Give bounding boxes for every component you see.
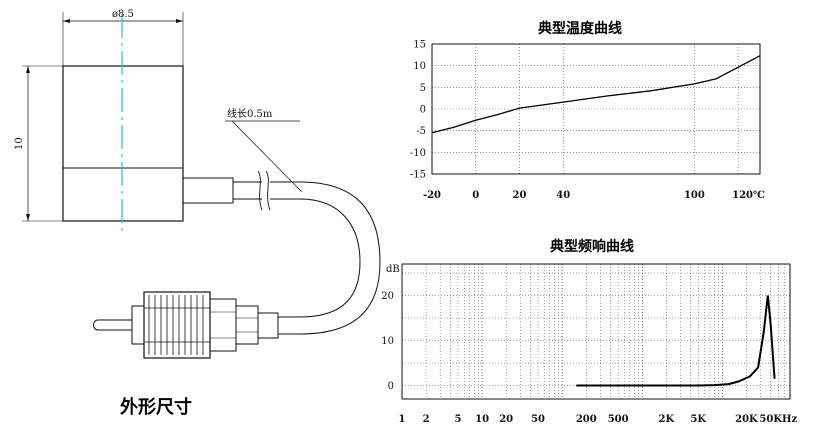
frequency-grid [402, 264, 790, 399]
diameter-label: ø8.5 [112, 9, 134, 20]
connector-body [209, 298, 237, 352]
frequency-x-tick-label: 500 [608, 414, 629, 425]
temperature-chart-title: 典型温度曲线 [538, 20, 622, 37]
cable-length-label: 线长0.5m [227, 107, 273, 120]
frequency-series-line [576, 295, 776, 387]
frequency-x-tick-label: 50 [531, 414, 545, 425]
temperature-y-tick-label: 5 [420, 83, 426, 94]
frequency-y-tick-label: 0 [388, 381, 394, 392]
frequency-x-tick-label: 20K [735, 414, 758, 425]
connector-pin [93, 319, 132, 331]
frequency-y-ticks: 20 10 0 [381, 291, 394, 392]
frequency-x-tick-label: 2K [659, 414, 675, 425]
frequency-x-tick-label: 50KHz [759, 414, 797, 425]
frequency-x-tick-label: 20 [499, 414, 513, 425]
cable-top [233, 181, 381, 335]
frequency-x-tick-label: 5 [454, 414, 461, 425]
temperature-chart: 典型温度曲线 15 10 5 0 -5 -10 -15 -20 0 20 40 100 120℃ [410, 20, 765, 201]
temperature-x-tick-label: 0 [472, 190, 479, 201]
temperature-x-ticks: -20 0 20 40 100 120℃ [423, 190, 765, 201]
height-arrow-bottom [26, 214, 30, 221]
frequency-chart-title: 典型频响曲线 [550, 238, 634, 255]
temperature-y-tick-label: 0 [420, 105, 426, 116]
cable-label-leader [231, 120, 303, 193]
temperature-x-tick-label: 100 [684, 190, 705, 201]
frequency-y-unit: dB [386, 264, 400, 275]
diameter-arrow-right [176, 19, 183, 23]
frequency-y-tick-label: 10 [381, 336, 394, 347]
diameter-arrow-left [63, 19, 70, 23]
temperature-y-tick-label: -15 [410, 170, 426, 181]
sensor-body [62, 65, 184, 222]
strain-relief [257, 312, 279, 339]
temperature-x-tick-label: 20 [513, 190, 527, 201]
temperature-plot-frame [431, 43, 761, 175]
frequency-plot-frame [401, 263, 791, 400]
temperature-x-tick-label: -20 [423, 190, 441, 201]
cable-break-right [265, 170, 271, 211]
temperature-y-tick-label: 10 [413, 61, 426, 72]
frequency-x-tick-label: 1 [399, 414, 406, 425]
temperature-y-ticks: 15 10 5 0 -5 -10 -15 [410, 40, 426, 181]
connector-knurling [144, 295, 210, 355]
temperature-y-tick-label: -5 [416, 126, 426, 137]
height-arrow-top [26, 66, 30, 73]
frequency-y-tick-label: 20 [381, 291, 394, 302]
cable-bottom [233, 198, 361, 318]
connector-neck [235, 305, 259, 345]
height-label: 10 [14, 137, 25, 150]
frequency-x-tick-label: 5K [690, 414, 706, 425]
sensor-drawing [22, 12, 381, 359]
connector-nut [143, 291, 211, 359]
frequency-x-tick-label: 200 [576, 414, 597, 425]
temperature-grid [432, 43, 760, 175]
frequency-x-tick-label: 2 [423, 414, 430, 425]
cable-sleeve [182, 177, 234, 204]
temperature-x-tick-label: 120℃ [732, 190, 765, 201]
connector-front-ring [131, 305, 145, 345]
drawing-caption: 外形尺寸 [120, 396, 192, 418]
temperature-y-tick-label: 15 [413, 40, 426, 51]
temperature-y-tick-label: -10 [410, 148, 426, 159]
temperature-x-tick-label: 40 [556, 190, 570, 201]
temperature-series-line [431, 55, 761, 134]
cable-break-left [257, 170, 263, 211]
frequency-x-tick-label: 10 [475, 414, 489, 425]
